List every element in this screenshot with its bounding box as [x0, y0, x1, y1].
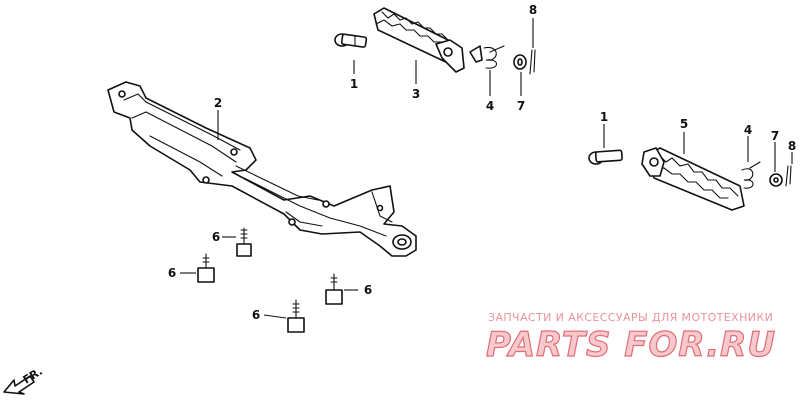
watermark-tagline: ЗАПЧАСТИ И АКСЕССУАРЫ ДЛЯ МОТОТЕХНИКИ — [488, 311, 774, 324]
cotter-pin-right — [785, 165, 792, 187]
leader-lines — [180, 18, 793, 319]
cotter-pin-top — [529, 49, 536, 75]
callout-cotter-right: 8 — [788, 139, 796, 153]
callout-spring-right: 4 — [744, 123, 752, 137]
callout-pin-right: 1 — [600, 110, 608, 124]
callout-cotter-top: 8 — [529, 3, 537, 17]
spring-top — [469, 45, 505, 69]
bolt-c — [325, 273, 343, 305]
callout-washer-right: 7 — [771, 129, 779, 143]
callout-step-right: 5 — [680, 117, 688, 131]
pin-top — [334, 33, 368, 48]
callout-bolt-b: 6 — [168, 266, 176, 280]
callout-step-top: 3 — [412, 87, 420, 101]
watermark-logo: PARTS FOR.RU — [486, 325, 776, 365]
washer-top — [513, 54, 527, 70]
bolt-a — [236, 227, 252, 257]
spring-right — [741, 161, 761, 189]
footpeg-top — [373, 7, 465, 73]
front-direction-arrow: FR. — [3, 365, 45, 395]
callout-bolt-c: 6 — [364, 283, 372, 297]
step-bar — [107, 81, 417, 257]
bolt-d — [287, 299, 305, 333]
callout-bolt-a: 6 — [212, 230, 220, 244]
callout-spring-top: 4 — [486, 99, 494, 113]
pin-right — [588, 149, 623, 165]
callout-pin-top: 1 — [350, 77, 358, 91]
callout-step-bar: 2 — [214, 96, 222, 110]
bolt-b — [197, 253, 215, 283]
callout-washer-top: 7 — [517, 99, 525, 113]
footpeg-right — [641, 147, 745, 211]
callout-bolt-d: 6 — [252, 308, 260, 322]
washer-right — [769, 173, 783, 187]
